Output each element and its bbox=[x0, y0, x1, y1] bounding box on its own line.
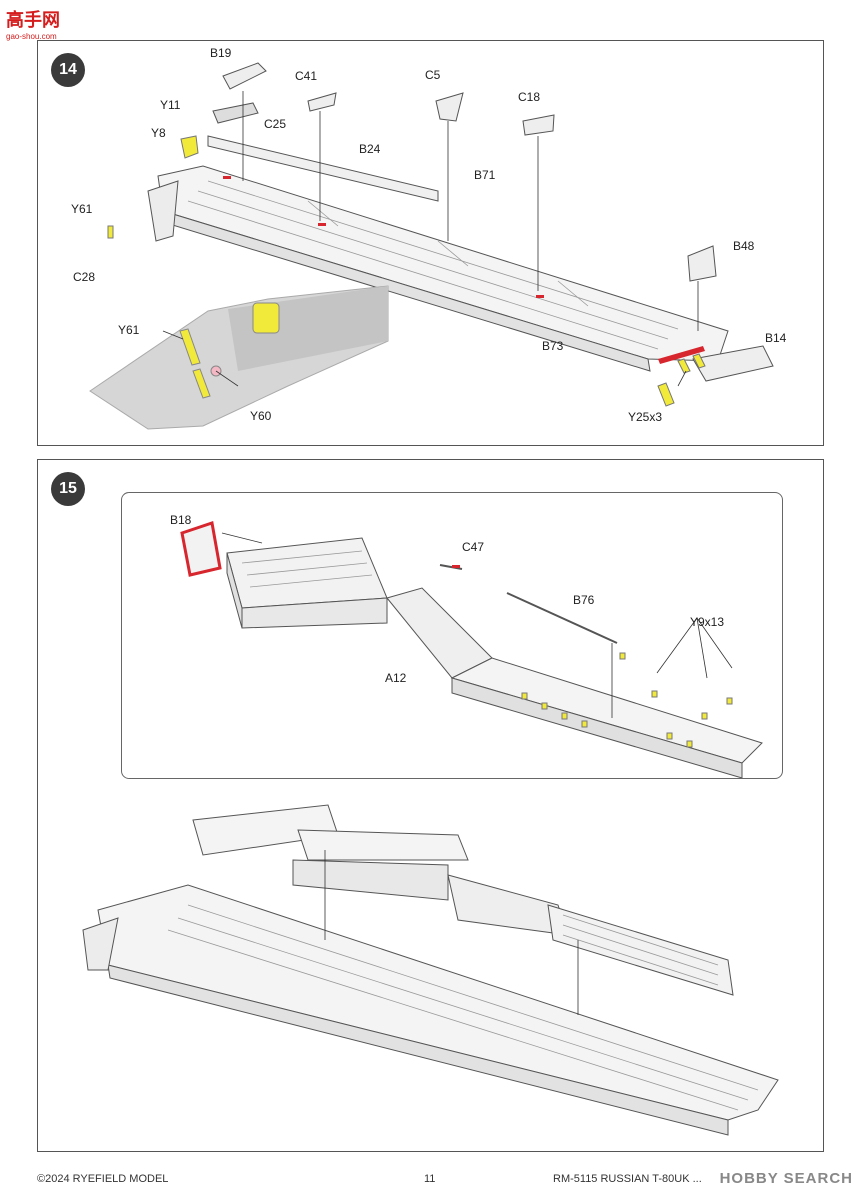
label-a12: A12 bbox=[385, 671, 407, 685]
footer-page-number: 11 bbox=[424, 1173, 436, 1185]
label-c47: C47 bbox=[462, 540, 485, 554]
step-14-diagram bbox=[89, 62, 774, 430]
label-b48: B48 bbox=[733, 239, 755, 253]
label-y25x3: Y25x3 bbox=[628, 410, 663, 424]
step-15-subassembly-box: B18 C47 B76 Y9x13 A12 bbox=[121, 492, 783, 779]
label-c25: C25 bbox=[264, 117, 287, 131]
watermark-url: gao-shou.com bbox=[6, 32, 57, 41]
label-y9x13: Y9x13 bbox=[690, 615, 725, 629]
step-14-badge: 14 bbox=[51, 53, 85, 87]
label-b14: B14 bbox=[765, 331, 787, 345]
watermark-brand: 高手网 bbox=[6, 10, 60, 30]
label-b24: B24 bbox=[359, 142, 381, 156]
label-b71: B71 bbox=[474, 168, 496, 182]
label-c5: C5 bbox=[425, 68, 441, 82]
label-c28: C28 bbox=[73, 270, 96, 284]
label-b19: B19 bbox=[210, 46, 232, 60]
footer-copyright: ©2024 RYEFIELD MODEL bbox=[37, 1173, 169, 1185]
hobby-search-logo: HOBBY SEARCH bbox=[719, 1170, 853, 1187]
watermark-logo: 高手网 gao-shou.com bbox=[6, 6, 60, 41]
label-y61-detail: Y61 bbox=[118, 323, 140, 337]
label-b18: B18 bbox=[170, 513, 192, 527]
label-y60: Y60 bbox=[250, 409, 272, 423]
label-y11: Y11 bbox=[160, 98, 181, 112]
step-15-panel: 15 bbox=[37, 459, 824, 1152]
step-15-badge: 15 bbox=[51, 472, 85, 506]
label-c41: C41 bbox=[295, 69, 318, 83]
step-15-final-assembly-diagram bbox=[82, 804, 779, 1136]
label-y61: Y61 bbox=[71, 202, 93, 216]
step-15-subassembly-diagram bbox=[180, 521, 763, 778]
label-y8: Y8 bbox=[151, 126, 166, 140]
label-b73: B73 bbox=[542, 339, 564, 353]
step-14-panel: 14 bbox=[37, 40, 824, 446]
label-b76: B76 bbox=[573, 593, 595, 607]
label-c18: C18 bbox=[518, 90, 541, 104]
footer-product: RM-5115 RUSSIAN T-80UK ... bbox=[553, 1173, 702, 1185]
